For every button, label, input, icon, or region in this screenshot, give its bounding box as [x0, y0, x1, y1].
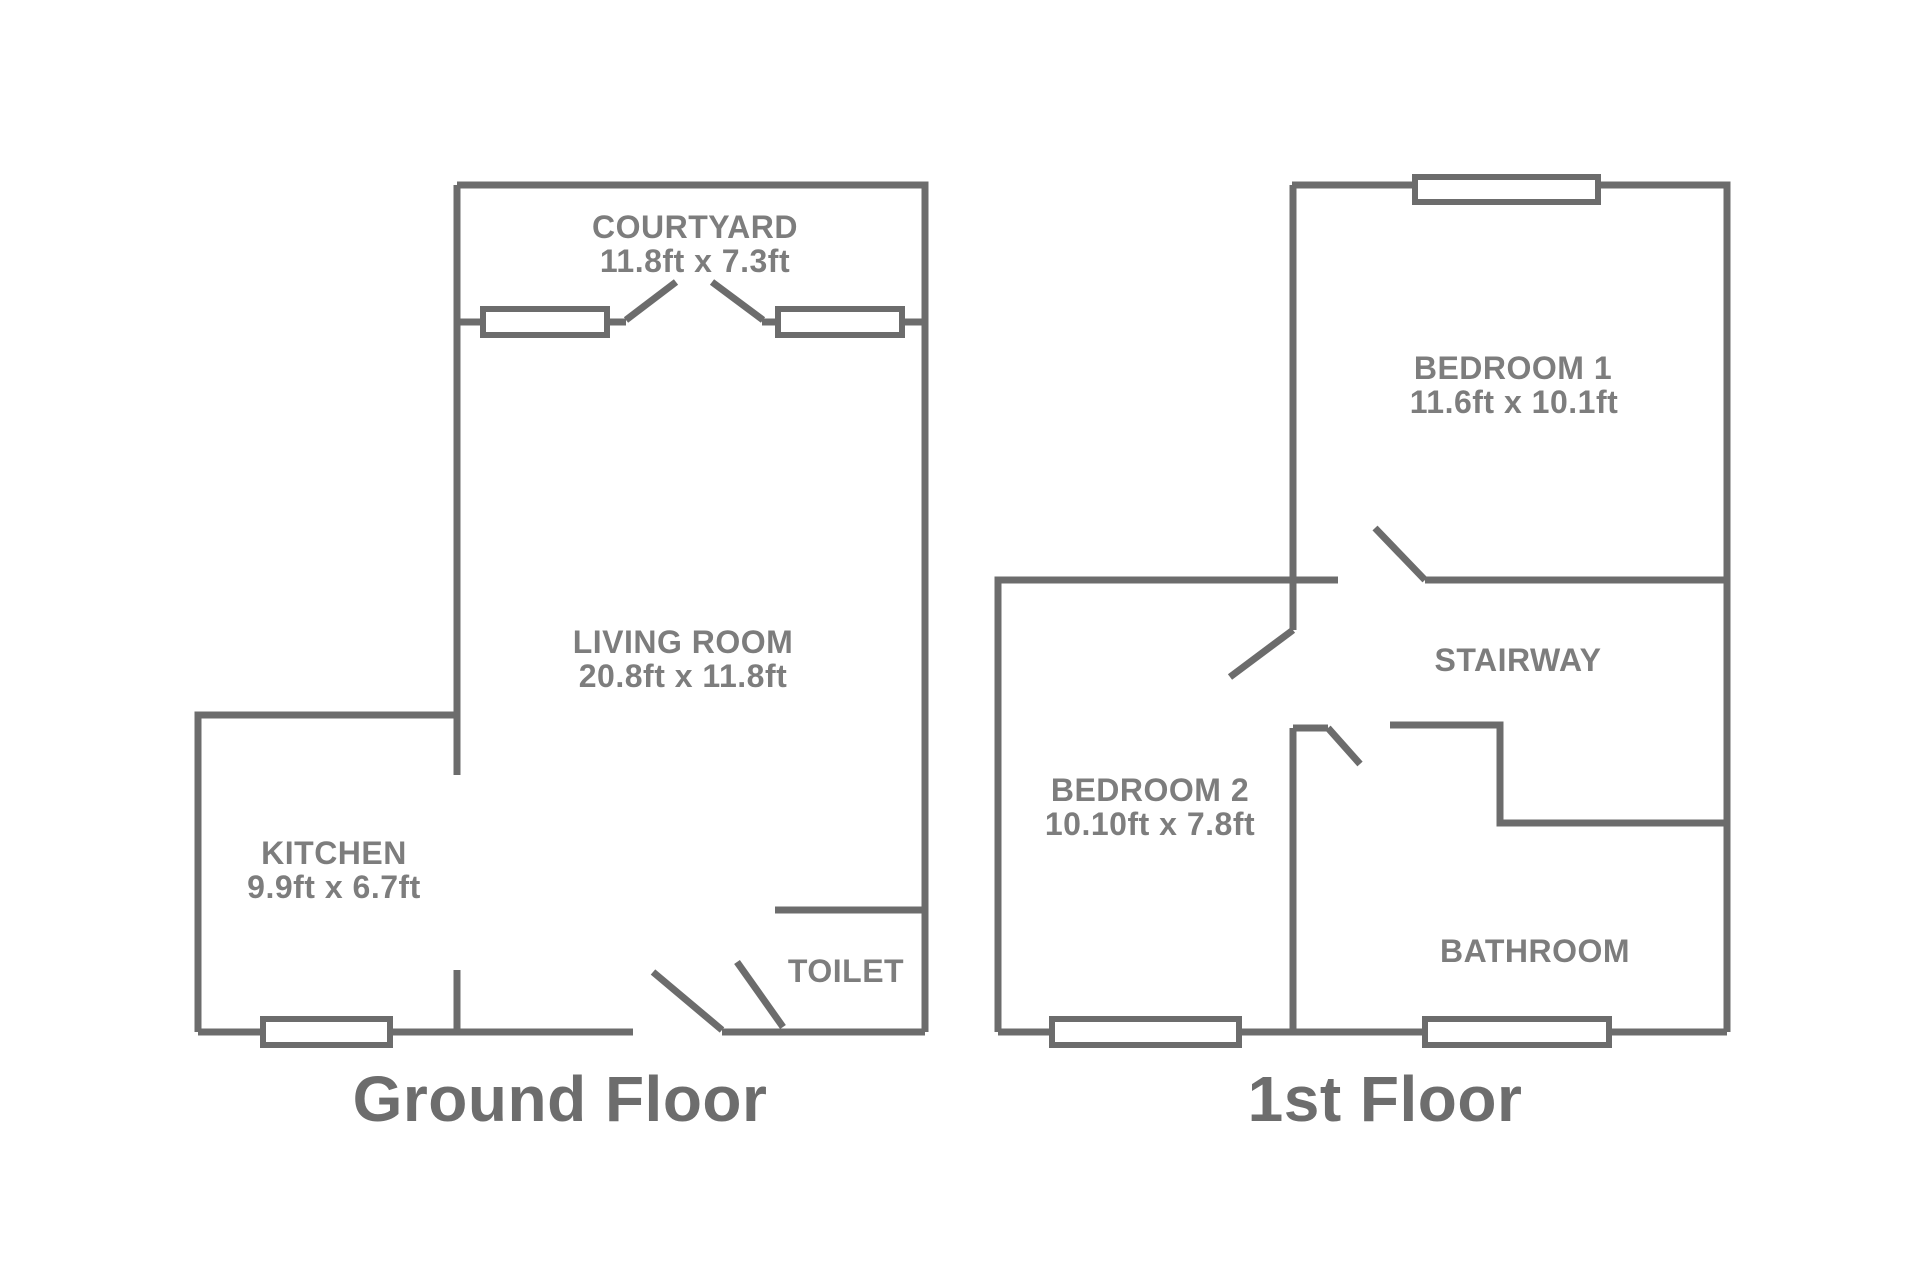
room-label-toilet: TOILET	[788, 953, 904, 989]
door-swing-icon	[1325, 725, 1363, 767]
room-label-courtyard: COURTYARD	[592, 209, 798, 245]
ground-floor-outer-wall	[457, 181, 929, 1032]
first-floor-title: 1st Floor	[1248, 1063, 1523, 1135]
window-icon	[1422, 1016, 1612, 1048]
door-swing-icon	[734, 959, 786, 1030]
window-icon	[1412, 174, 1601, 205]
room-dims-bedroom1: 11.6ft x 10.1ft	[1410, 384, 1619, 420]
door-swing-icon	[709, 279, 766, 323]
room-dims-bedroom2: 10.10ft x 7.8ft	[1045, 806, 1255, 842]
door-swing-icon	[1227, 627, 1296, 680]
stairway-bathroom-step-wall	[1390, 721, 1727, 827]
window-icon	[1049, 1016, 1242, 1048]
window-icon	[260, 1016, 393, 1048]
room-dims-kitchen: 9.9ft x 6.7ft	[247, 869, 421, 905]
ground-floor-plan: COURTYARD 11.8ft x 7.3ft LIVING ROOM 20.…	[194, 181, 929, 1135]
door-swing-icon	[623, 279, 679, 323]
room-label-bedroom2: BEDROOM 2	[1051, 772, 1249, 808]
door-swing-icon	[1372, 525, 1428, 583]
room-label-bathroom: BATHROOM	[1440, 933, 1630, 969]
first-floor-plan: BEDROOM 1 11.6ft x 10.1ft STAIRWAY BEDRO…	[994, 174, 1731, 1135]
room-label-kitchen: KITCHEN	[261, 835, 407, 871]
door-swing-icon	[650, 969, 725, 1033]
kitchen-top-and-left-wall	[194, 711, 457, 1032]
room-dims-courtyard: 11.8ft x 7.3ft	[600, 243, 790, 279]
window-icon	[775, 306, 905, 338]
room-label-stairway: STAIRWAY	[1435, 642, 1602, 678]
window-icon	[480, 306, 610, 338]
first-floor-outer-wall	[1292, 181, 1731, 1032]
room-label-bedroom1: BEDROOM 1	[1414, 350, 1612, 386]
room-label-living-room: LIVING ROOM	[573, 624, 794, 660]
room-dims-living-room: 20.8ft x 11.8ft	[579, 658, 788, 694]
ground-floor-title: Ground Floor	[353, 1063, 768, 1135]
bedroom2-top-and-left-wall	[994, 576, 1338, 1032]
